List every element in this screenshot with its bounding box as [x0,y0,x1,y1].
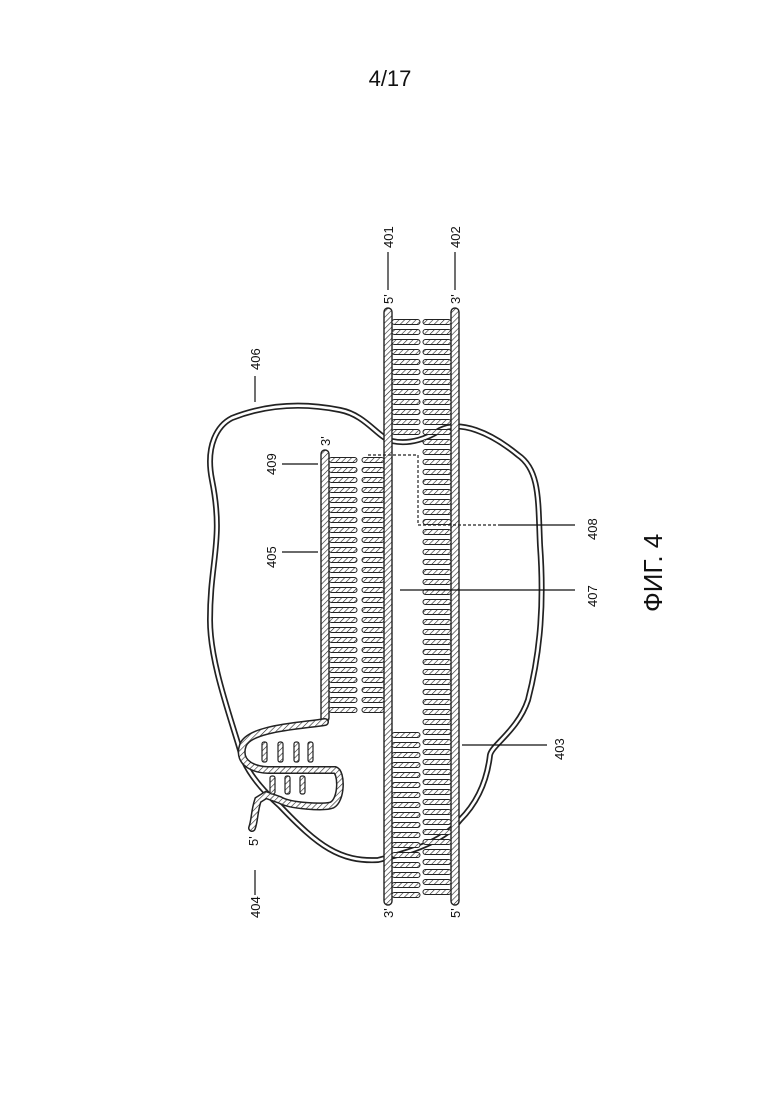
bases-401-top [392,320,420,435]
label-408: 408 [585,518,600,540]
bases-407 [362,458,384,713]
label-406: 406 [248,348,263,370]
label-401: 401 [381,226,396,248]
end-404: 5' [246,836,261,846]
end-401-bottom: 3' [381,908,396,918]
label-409: 409 [264,453,279,475]
leader-lines [255,252,575,895]
end-405-top: 3' [318,436,333,446]
strand-405 [321,450,329,722]
strand-401 [384,308,392,905]
label-404: 404 [248,896,263,918]
bases-405 [329,458,357,713]
figure-caption: ФИГ. 4 [638,534,668,612]
hairpin-404 [242,722,340,828]
strand-402 [451,308,459,905]
end-402-top: 3' [448,294,463,304]
end-402-bottom: 5' [448,908,463,918]
label-405: 405 [264,546,279,568]
label-403: 403 [552,738,567,760]
label-407: 407 [585,585,600,607]
bases-402 [423,320,451,895]
label-402: 402 [448,226,463,248]
bases-401-bottom [392,733,420,898]
end-401-top: 5' [381,294,396,304]
